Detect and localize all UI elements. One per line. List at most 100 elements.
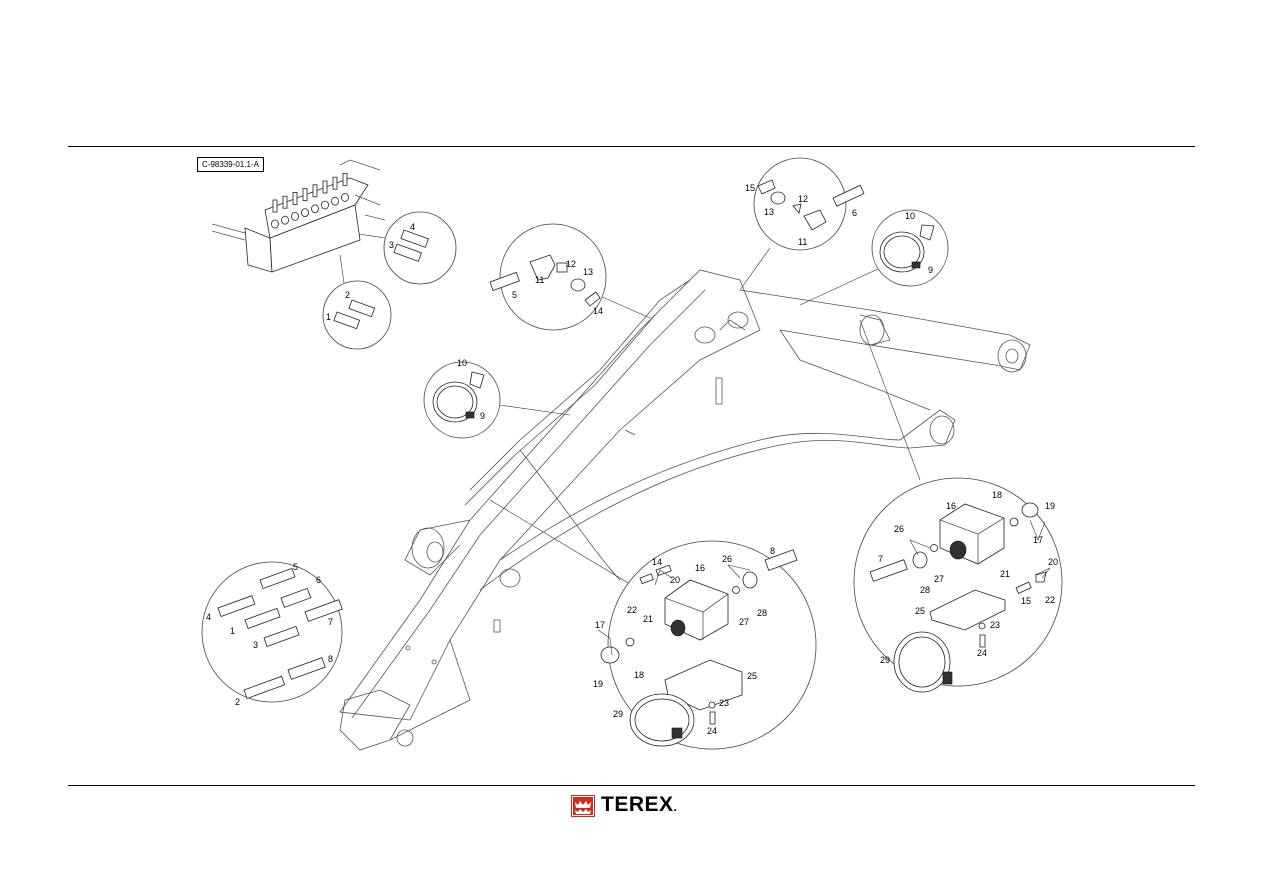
callout-number: 29 bbox=[880, 655, 890, 665]
callout-number: 11 bbox=[535, 275, 544, 285]
callout-number: 3 bbox=[389, 240, 394, 250]
valve-lever bbox=[322, 180, 328, 194]
callouts-valve-detail: 1 2 3 4 bbox=[326, 222, 415, 322]
fittings-left-detail bbox=[489, 254, 601, 307]
valve-spool bbox=[291, 211, 299, 221]
valve-block-right-parts bbox=[869, 502, 1047, 693]
callout-number: 6 bbox=[852, 208, 857, 218]
callout-number: 5 bbox=[293, 562, 298, 572]
callout-number: 28 bbox=[920, 585, 930, 595]
callout-number: 19 bbox=[593, 679, 603, 689]
callout-number: 20 bbox=[670, 575, 680, 585]
callout-number: 21 bbox=[1000, 569, 1010, 579]
drawing-reference-code: C-98339-01.1-A bbox=[197, 157, 264, 172]
callout-number: 10 bbox=[457, 358, 467, 368]
hose-assemblies-lower-left bbox=[217, 567, 343, 699]
callout-number: 15 bbox=[1021, 596, 1031, 606]
callout-number: 14 bbox=[652, 557, 662, 567]
callout-number: 27 bbox=[739, 617, 749, 627]
callout-number: 17 bbox=[595, 620, 605, 630]
callout-number: 3 bbox=[253, 640, 258, 650]
callout-number: 5 bbox=[512, 290, 517, 300]
callout-number: 1 bbox=[326, 312, 331, 322]
callout-number: 12 bbox=[798, 194, 808, 204]
valve-spool bbox=[271, 219, 279, 229]
bottom-rule bbox=[68, 785, 1195, 786]
valve-spool bbox=[321, 200, 329, 210]
callout-number: 25 bbox=[915, 606, 925, 616]
callout-number: 22 bbox=[627, 605, 637, 615]
callout-number: 20 bbox=[1048, 557, 1058, 567]
callout-number: 25 bbox=[747, 671, 757, 681]
callout-number: 2 bbox=[345, 290, 350, 300]
boom-arm-drawing bbox=[339, 269, 1031, 751]
callouts-block-right: 16 18 19 26 17 7 27 28 21 20 15 22 25 23… bbox=[878, 490, 1058, 665]
detail-circle-valve-ports bbox=[383, 211, 457, 285]
callout-leader-ticks bbox=[597, 519, 1051, 656]
callout-number: 2 bbox=[235, 697, 240, 707]
valve-lever bbox=[302, 188, 308, 202]
callouts-clamp-left: 10 9 bbox=[457, 358, 485, 421]
hose-ends-valve-hoses bbox=[333, 229, 429, 330]
callouts-block-center: 14 16 26 8 20 22 21 27 28 17 18 19 25 23… bbox=[593, 546, 775, 736]
callout-number: 21 bbox=[643, 614, 653, 624]
callout-number: 4 bbox=[206, 612, 211, 622]
valve-lever bbox=[312, 184, 318, 198]
terex-wordmark: TEREX. bbox=[601, 793, 678, 816]
terex-logo: TEREX. bbox=[571, 793, 678, 817]
callout-number: 1 bbox=[230, 626, 235, 636]
callout-number: 18 bbox=[992, 490, 1002, 500]
callout-number: 13 bbox=[764, 207, 774, 217]
valve-block-center-parts bbox=[600, 549, 798, 747]
fittings-top-detail bbox=[757, 179, 865, 231]
callout-number: 13 bbox=[583, 267, 593, 277]
callouts-top-fittings: 15 12 13 11 6 bbox=[745, 183, 857, 247]
callout-number: 23 bbox=[719, 698, 729, 708]
detail-circle-block-right bbox=[853, 477, 1063, 687]
valve-spool bbox=[281, 215, 289, 225]
callout-number: 12 bbox=[566, 259, 576, 269]
detail-circle-left-fittings bbox=[499, 223, 607, 331]
callout-number: 28 bbox=[757, 608, 767, 618]
hose-clamps bbox=[432, 224, 935, 423]
callouts-clamp-upper-right: 10 9 bbox=[905, 211, 933, 275]
valve-lever bbox=[282, 195, 288, 209]
callout-number: 24 bbox=[977, 648, 987, 658]
valve-spool bbox=[311, 204, 319, 214]
callout-number: 15 bbox=[745, 183, 755, 193]
callout-number: 8 bbox=[328, 654, 333, 664]
leader-lines bbox=[339, 231, 921, 591]
valve-lever bbox=[342, 172, 348, 186]
valve-spool bbox=[341, 192, 349, 202]
callout-number: 14 bbox=[593, 306, 603, 316]
callout-number: 9 bbox=[480, 411, 485, 421]
callout-number: 18 bbox=[634, 670, 644, 680]
callout-number: 9 bbox=[928, 265, 933, 275]
valve-lever bbox=[272, 199, 278, 213]
callout-number: 26 bbox=[722, 554, 732, 564]
valve-lever bbox=[292, 191, 298, 205]
valve-lever bbox=[332, 176, 338, 190]
callout-number: 19 bbox=[1045, 501, 1055, 511]
top-rule bbox=[68, 146, 1195, 147]
callout-number: 24 bbox=[707, 726, 717, 736]
callout-number: 6 bbox=[316, 575, 321, 585]
valve-spool bbox=[331, 196, 339, 206]
callouts-left-fittings: 5 11 12 13 14 bbox=[512, 259, 603, 316]
callout-number: 11 bbox=[798, 237, 807, 247]
callout-number: 8 bbox=[770, 546, 775, 556]
detail-circle-valve-hoses bbox=[322, 280, 392, 350]
callout-number: 4 bbox=[410, 222, 415, 232]
callouts-hoses-lower-left: 5 6 4 1 7 3 8 2 bbox=[206, 562, 333, 707]
callout-number: 16 bbox=[695, 563, 705, 573]
callout-number: 10 bbox=[905, 211, 915, 221]
callout-number: 22 bbox=[1045, 595, 1055, 605]
control-valve-block-drawing bbox=[211, 159, 386, 273]
callout-number: 26 bbox=[894, 524, 904, 534]
valve-spool bbox=[301, 208, 309, 218]
callout-number: 23 bbox=[990, 620, 1000, 630]
callout-number: 27 bbox=[934, 574, 944, 584]
callout-number: 16 bbox=[946, 501, 956, 511]
terex-crown-icon bbox=[571, 795, 595, 817]
